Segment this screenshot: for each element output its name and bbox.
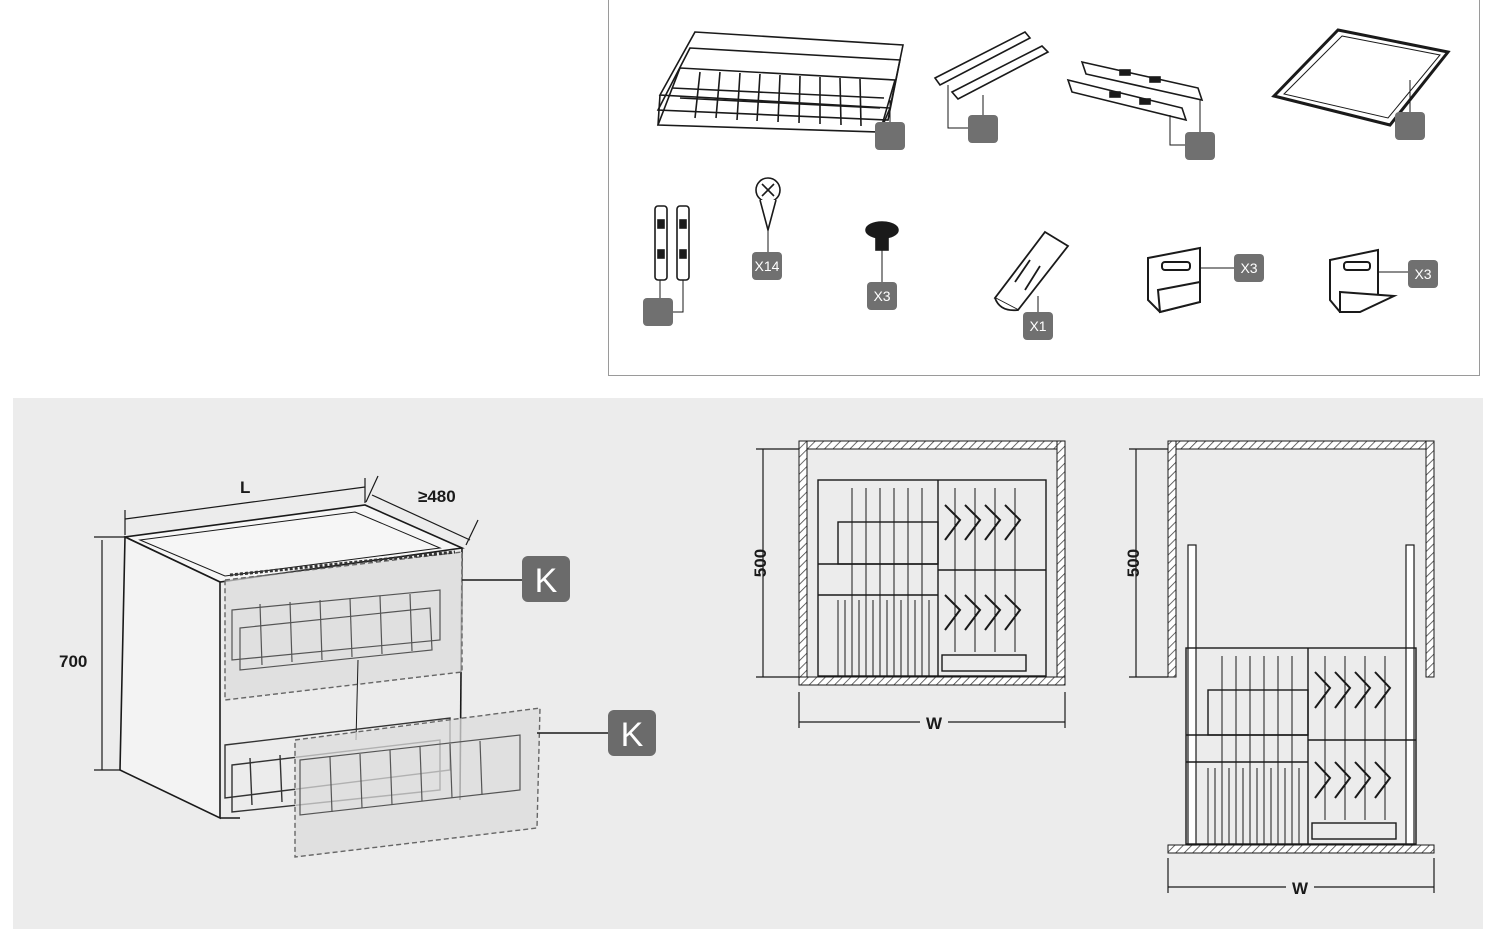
front-closed-height-label: 500 xyxy=(751,549,770,577)
front-open-height-label: 500 xyxy=(1124,549,1143,577)
part-8-qty: X1 xyxy=(1029,318,1046,334)
part-10-qty: X3 xyxy=(1414,266,1431,282)
part-1-tag xyxy=(875,122,905,150)
cabinet-length-label: L xyxy=(240,478,250,497)
cabinet-depth-label: ≥480 xyxy=(418,487,456,506)
bracket-pair-icon xyxy=(654,205,690,281)
part-6-tag xyxy=(752,252,782,280)
front-view-open xyxy=(1167,440,1435,854)
front-closed-dimensions xyxy=(756,448,1066,728)
part-10-tag xyxy=(1408,260,1438,288)
mount-bracket-b-icon xyxy=(1329,248,1398,314)
part-9-qty: X3 xyxy=(1240,260,1257,276)
drawer-bottom-tag xyxy=(608,710,656,756)
slide-runner-pair-icon xyxy=(1066,60,1204,122)
rail-pair-icon xyxy=(933,30,1050,101)
drawer-top-tag xyxy=(522,556,570,602)
drawer-top-label: K xyxy=(535,562,558,600)
mount-bracket-a-icon xyxy=(1147,246,1201,314)
front-closed-width-label: W xyxy=(926,714,943,733)
cabinet-dimensions xyxy=(94,475,479,771)
lower-drawer xyxy=(224,707,541,858)
front-open-dimensions xyxy=(1129,448,1435,893)
cabinet-height-label: 700 xyxy=(59,652,87,671)
part-6-qty: X14 xyxy=(755,258,780,274)
part-4-tag xyxy=(1395,112,1425,140)
drawer-bottom-label: K xyxy=(621,716,644,754)
part-2-tag xyxy=(968,115,998,143)
part-3-tag xyxy=(1185,132,1215,160)
part-7-tag xyxy=(867,282,897,310)
screw-icon xyxy=(755,177,781,234)
front-view-closed xyxy=(798,440,1066,686)
part-8-tag xyxy=(1023,312,1053,340)
part-9-tag xyxy=(1234,254,1264,282)
upper-drawer xyxy=(224,550,463,701)
front-open-width-label: W xyxy=(1292,879,1309,898)
part-5-tag xyxy=(643,298,673,326)
tray-frame-icon xyxy=(1271,28,1451,127)
cover-clip-icon xyxy=(993,230,1070,312)
part-7-qty: X3 xyxy=(873,288,890,304)
bolt-icon xyxy=(865,221,899,251)
